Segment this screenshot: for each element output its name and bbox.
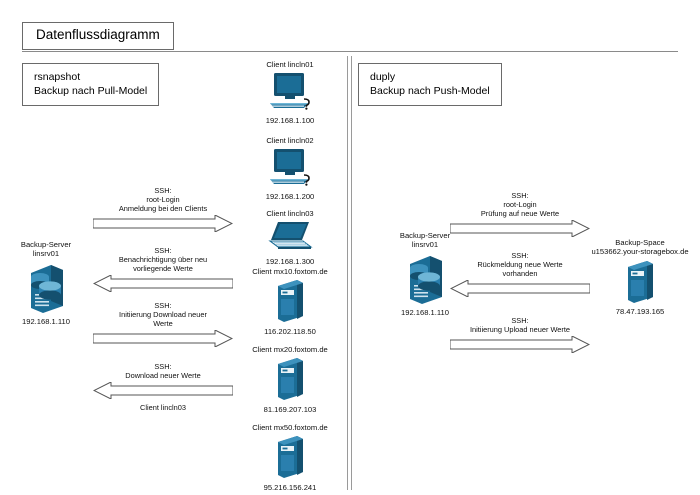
node-backup-space[interactable]: Backup-Space u153662.your-storagebox.de …	[580, 238, 700, 317]
database-server-icon	[365, 252, 485, 306]
node-client-mx20-label: Client mx20.foxtom.de	[252, 345, 328, 354]
node-left-backup-server-label2: linsrv01	[32, 249, 60, 259]
node-backup-space-label1: Backup-Space	[615, 238, 665, 247]
tower-server-icon	[230, 434, 350, 480]
flow-right-1-line3: Prüfung auf neue Werte	[480, 209, 560, 218]
node-client-lincln01-label: Client lincln01	[266, 60, 314, 69]
flow-right-2: SSH: Rückmeldung neue Werte vorhanden	[450, 251, 590, 297]
flow-left-4-line2: Download neuer Werte	[125, 371, 201, 380]
flow-right-2-line2: Rückmeldung neue Werte	[477, 260, 563, 269]
flow-right-3-line1: SSH:	[511, 316, 529, 325]
desktop-computer-icon	[230, 71, 350, 113]
node-backup-space-ip: 78.47.193.165	[615, 307, 665, 317]
flow-right-1-line1: SSH:	[511, 191, 529, 200]
node-left-backup-server[interactable]: Backup-Server linsrv01	[0, 240, 106, 327]
flow-left-1-line1: SSH:	[154, 186, 172, 195]
flow-left-4-line1: SSH:	[154, 362, 172, 371]
flow-left-2-line1: SSH:	[154, 246, 172, 255]
node-right-backup-server-ip: 192.168.1.110	[401, 308, 449, 318]
flow-right-3-line2: Initiierung Upload neuer Werte	[469, 325, 571, 334]
node-client-mx50-label: Client mx50.foxtom.de	[252, 423, 328, 432]
flow-left-2-line2: Benachrichtigung über neu	[118, 255, 208, 264]
node-backup-space-label2: u153662.your-storagebox.de	[591, 247, 689, 257]
node-client-lincln02-ip: 192.168.1.200	[265, 191, 315, 201]
flow-right-2-line1: SSH:	[511, 251, 529, 260]
caption-rsnapshot: rsnapshot Backup nach Pull-Model	[22, 63, 160, 107]
node-client-lincln01[interactable]: Client lincln01 192.168.1.100	[230, 60, 350, 125]
flow-left-3-line3: Werte	[153, 319, 173, 328]
node-client-mx10-ip: 116.202.118.50	[264, 326, 316, 336]
flow-left-1: SSH: root-Login Anmeldung bei den Client…	[93, 186, 233, 232]
node-left-backup-server-ip: 192.168.1.110	[22, 317, 70, 327]
node-right-backup-server[interactable]: Backup-Server linsrv01 19	[365, 231, 485, 318]
database-server-icon	[0, 261, 106, 315]
caption-duply-line1: duply	[370, 71, 396, 83]
node-client-lincln03-ip: 192.168.1.300	[265, 256, 315, 266]
node-client-mx50-ip: 95.216.156.241	[263, 482, 317, 492]
flow-left-4-sub: Client lincln03	[139, 403, 186, 412]
flow-right-3: SSH: Initiierung Upload neuer Werte	[450, 316, 590, 356]
node-right-backup-server-label1: Backup-Server	[399, 231, 451, 240]
flow-left-3-line2: Initiierung Download neuer	[119, 310, 207, 319]
node-client-lincln02[interactable]: Client lincln02 192.168.1.200	[230, 136, 350, 201]
diagram-title: Datenflussdiagramm	[22, 22, 174, 50]
flow-right-2-line3: vorhanden	[502, 269, 538, 278]
node-right-backup-server-label2: linsrv01	[411, 240, 439, 250]
node-client-mx10[interactable]: Client mx10.foxtom.de 116.202.118.50	[230, 267, 350, 336]
flow-left-2: SSH: Benachrichtigung über neu vorliegen…	[93, 246, 233, 292]
tower-server-icon	[230, 356, 350, 402]
flow-left-4: SSH: Download neuer Werte Client lincln0…	[93, 362, 233, 416]
model-divider	[347, 56, 352, 490]
flow-left-1-line2: root-Login	[146, 195, 180, 204]
flow-left-1-line3: Anmeldung bei den Clients	[118, 204, 208, 213]
node-client-mx20[interactable]: Client mx20.foxtom.de 81.169.207.103	[230, 345, 350, 414]
node-client-mx10-label: Client mx10.foxtom.de	[252, 267, 328, 276]
title-divider-rule	[22, 51, 678, 52]
node-client-lincln01-ip: 192.168.1.100	[265, 115, 315, 125]
node-client-lincln02-label: Client lincln02	[266, 136, 314, 145]
desktop-computer-icon	[230, 147, 350, 189]
flow-left-3: SSH: Initiierung Download neuer Werte	[93, 301, 233, 347]
flow-right-1: SSH: root-Login Prüfung auf neue Werte	[450, 191, 590, 237]
node-client-lincln03-label: Client lincln03	[266, 209, 314, 218]
node-client-lincln03[interactable]: Client lincln03 192.168.1.300	[230, 209, 350, 266]
node-left-backup-server-label1: Backup-Server	[20, 240, 72, 249]
flow-left-3-line1: SSH:	[154, 301, 172, 310]
node-client-mx20-ip: 81.169.207.103	[263, 404, 317, 414]
flow-left-2-line3: vorliegende Werte	[133, 264, 193, 273]
tower-server-icon	[230, 278, 350, 324]
node-client-mx50[interactable]: Client mx50.foxtom.de 95.216.156.241	[230, 423, 350, 492]
caption-duply-line2: Backup nach Push-Model	[370, 85, 490, 98]
caption-rsnapshot-line2: Backup nach Pull-Model	[34, 85, 148, 98]
flow-right-1-line2: root-Login	[503, 200, 537, 209]
tower-server-icon	[580, 259, 700, 305]
caption-rsnapshot-line1: rsnapshot	[34, 71, 81, 83]
caption-duply: duply Backup nach Push-Model	[358, 63, 502, 107]
laptop-icon	[230, 220, 350, 254]
